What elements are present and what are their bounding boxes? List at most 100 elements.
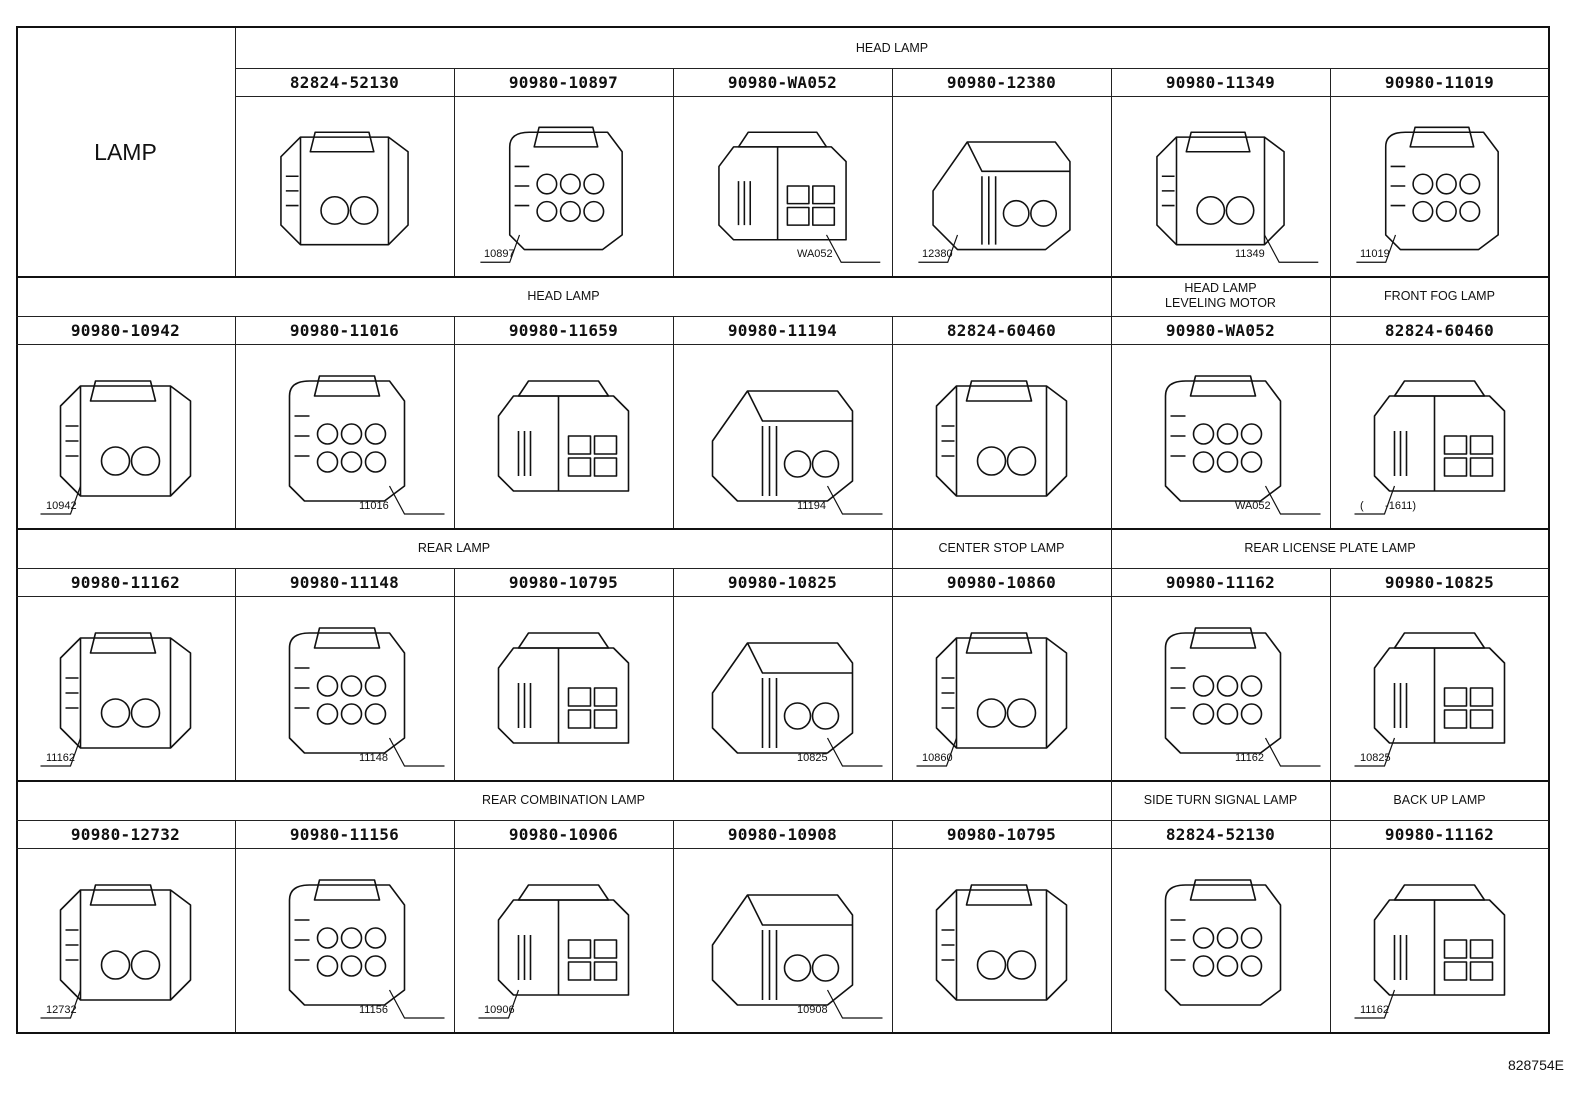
part-number: 82824-60460	[1384, 320, 1495, 340]
connector-code-label: 12380	[922, 248, 953, 260]
part-number: 90980-10942	[70, 320, 181, 340]
grid-line	[892, 316, 893, 528]
connector-drawing	[677, 346, 888, 526]
part-number: 90980-12380	[946, 72, 1057, 92]
connector-code-label: 11148	[359, 752, 388, 764]
grid-line	[454, 568, 455, 780]
connector-code-label: 10906	[484, 1004, 515, 1016]
grid-line	[673, 68, 674, 276]
part-number: 90980-11162	[1384, 824, 1495, 844]
grid-line	[16, 344, 1549, 345]
connector-drawing	[1115, 598, 1326, 778]
part-number: 90980-11162	[1165, 572, 1276, 592]
connector-code-label: 11194	[797, 500, 826, 512]
grid-line	[1111, 316, 1112, 528]
grid-line	[454, 68, 455, 276]
group-header: REAR COMBINATION LAMP	[482, 792, 645, 807]
connector-code-label: 11162	[1360, 1004, 1389, 1016]
connector-code-label: 11019	[1360, 248, 1390, 260]
part-number: 90980-11019	[1384, 72, 1495, 92]
part-number: 90980-WA052	[1165, 320, 1276, 340]
connector-drawing	[458, 98, 669, 274]
grid-line	[1330, 68, 1331, 276]
connector-drawing	[1334, 598, 1545, 778]
connector-drawing	[458, 346, 669, 526]
group-header: CENTER STOP LAMP	[938, 540, 1065, 555]
grid-line	[16, 528, 1549, 530]
connector-drawing	[458, 850, 669, 1030]
part-number: 90980-11194	[727, 320, 838, 340]
connector-code-label: WA052	[797, 248, 833, 260]
grid-line	[1111, 276, 1112, 316]
grid-line	[673, 316, 674, 528]
grid-line	[1111, 528, 1112, 568]
connector-drawing	[239, 346, 450, 526]
grid-line	[892, 568, 893, 780]
part-number: 90980-11162	[70, 572, 181, 592]
connector-code-label: 11349	[1235, 248, 1265, 260]
grid-line	[1330, 316, 1331, 528]
grid-line	[235, 316, 236, 528]
grid-line	[673, 568, 674, 780]
part-number: 90980-WA052	[727, 72, 838, 92]
lamp-title: LAMP	[94, 138, 157, 165]
part-number: 90980-11659	[508, 320, 619, 340]
group-header: BACK UP LAMP	[1393, 792, 1486, 807]
part-number: 82824-52130	[289, 72, 400, 92]
part-number: 90980-11148	[289, 572, 400, 592]
connector-drawing	[896, 850, 1107, 1030]
connector-drawing	[1115, 98, 1326, 274]
part-number: 90980-11156	[289, 824, 400, 844]
connector-code-label: WA052	[1235, 500, 1271, 512]
connector-drawing	[896, 98, 1107, 274]
connector-drawing	[20, 598, 231, 778]
part-number: 90980-10906	[508, 824, 619, 844]
part-number: 82824-60460	[946, 320, 1057, 340]
connector-code-label: 11162	[46, 752, 75, 764]
grid-line	[16, 568, 1549, 569]
grid-line	[1111, 820, 1112, 1032]
grid-line	[16, 316, 1549, 317]
connector-code-label: ( -1611)	[1360, 500, 1417, 512]
grid-line	[235, 568, 236, 780]
connector-code-label: 10942	[46, 500, 77, 512]
connector-code-label: 10908	[797, 1004, 828, 1016]
connector-code-label: 10860	[922, 752, 953, 764]
part-number: 90980-10897	[508, 72, 619, 92]
part-number: 90980-10795	[946, 824, 1057, 844]
grid-line	[454, 820, 455, 1032]
grid-line	[1111, 780, 1112, 820]
connector-drawing	[239, 850, 450, 1030]
connector-drawing	[458, 598, 669, 778]
connector-code-label: 12732	[46, 1004, 77, 1016]
part-number: 90980-10860	[946, 572, 1057, 592]
part-number: 90980-11016	[289, 320, 400, 340]
grid-line	[1111, 568, 1112, 780]
part-number: 90980-10825	[727, 572, 838, 592]
part-number: 90980-10795	[508, 572, 619, 592]
part-number: 90980-10908	[727, 824, 838, 844]
grid-line	[892, 68, 893, 276]
group-header: REAR LAMP	[417, 540, 491, 555]
part-number: 90980-12732	[70, 824, 181, 844]
connector-drawing	[1334, 346, 1545, 526]
grid-line	[673, 820, 674, 1032]
grid-line	[1330, 276, 1331, 316]
grid-line	[454, 316, 455, 528]
group-header: REAR LICENSE PLATE LAMP	[1244, 540, 1416, 555]
grid-line	[1330, 568, 1331, 780]
connector-drawing	[1334, 850, 1545, 1030]
grid-line	[16, 848, 1549, 849]
connector-code-label: 10825	[1360, 752, 1391, 764]
part-number: 90980-10825	[1384, 572, 1495, 592]
connector-code-label: 11156	[359, 1004, 388, 1016]
grid-line	[16, 1032, 1549, 1034]
connector-drawing	[677, 598, 888, 778]
grid-line	[16, 596, 1549, 597]
grid-line	[892, 820, 893, 1032]
connector-drawing	[239, 598, 450, 778]
grid-line	[1330, 780, 1331, 820]
connector-drawing	[896, 598, 1107, 778]
connector-code-label: 11162	[1235, 752, 1264, 764]
connector-drawing	[677, 98, 888, 274]
